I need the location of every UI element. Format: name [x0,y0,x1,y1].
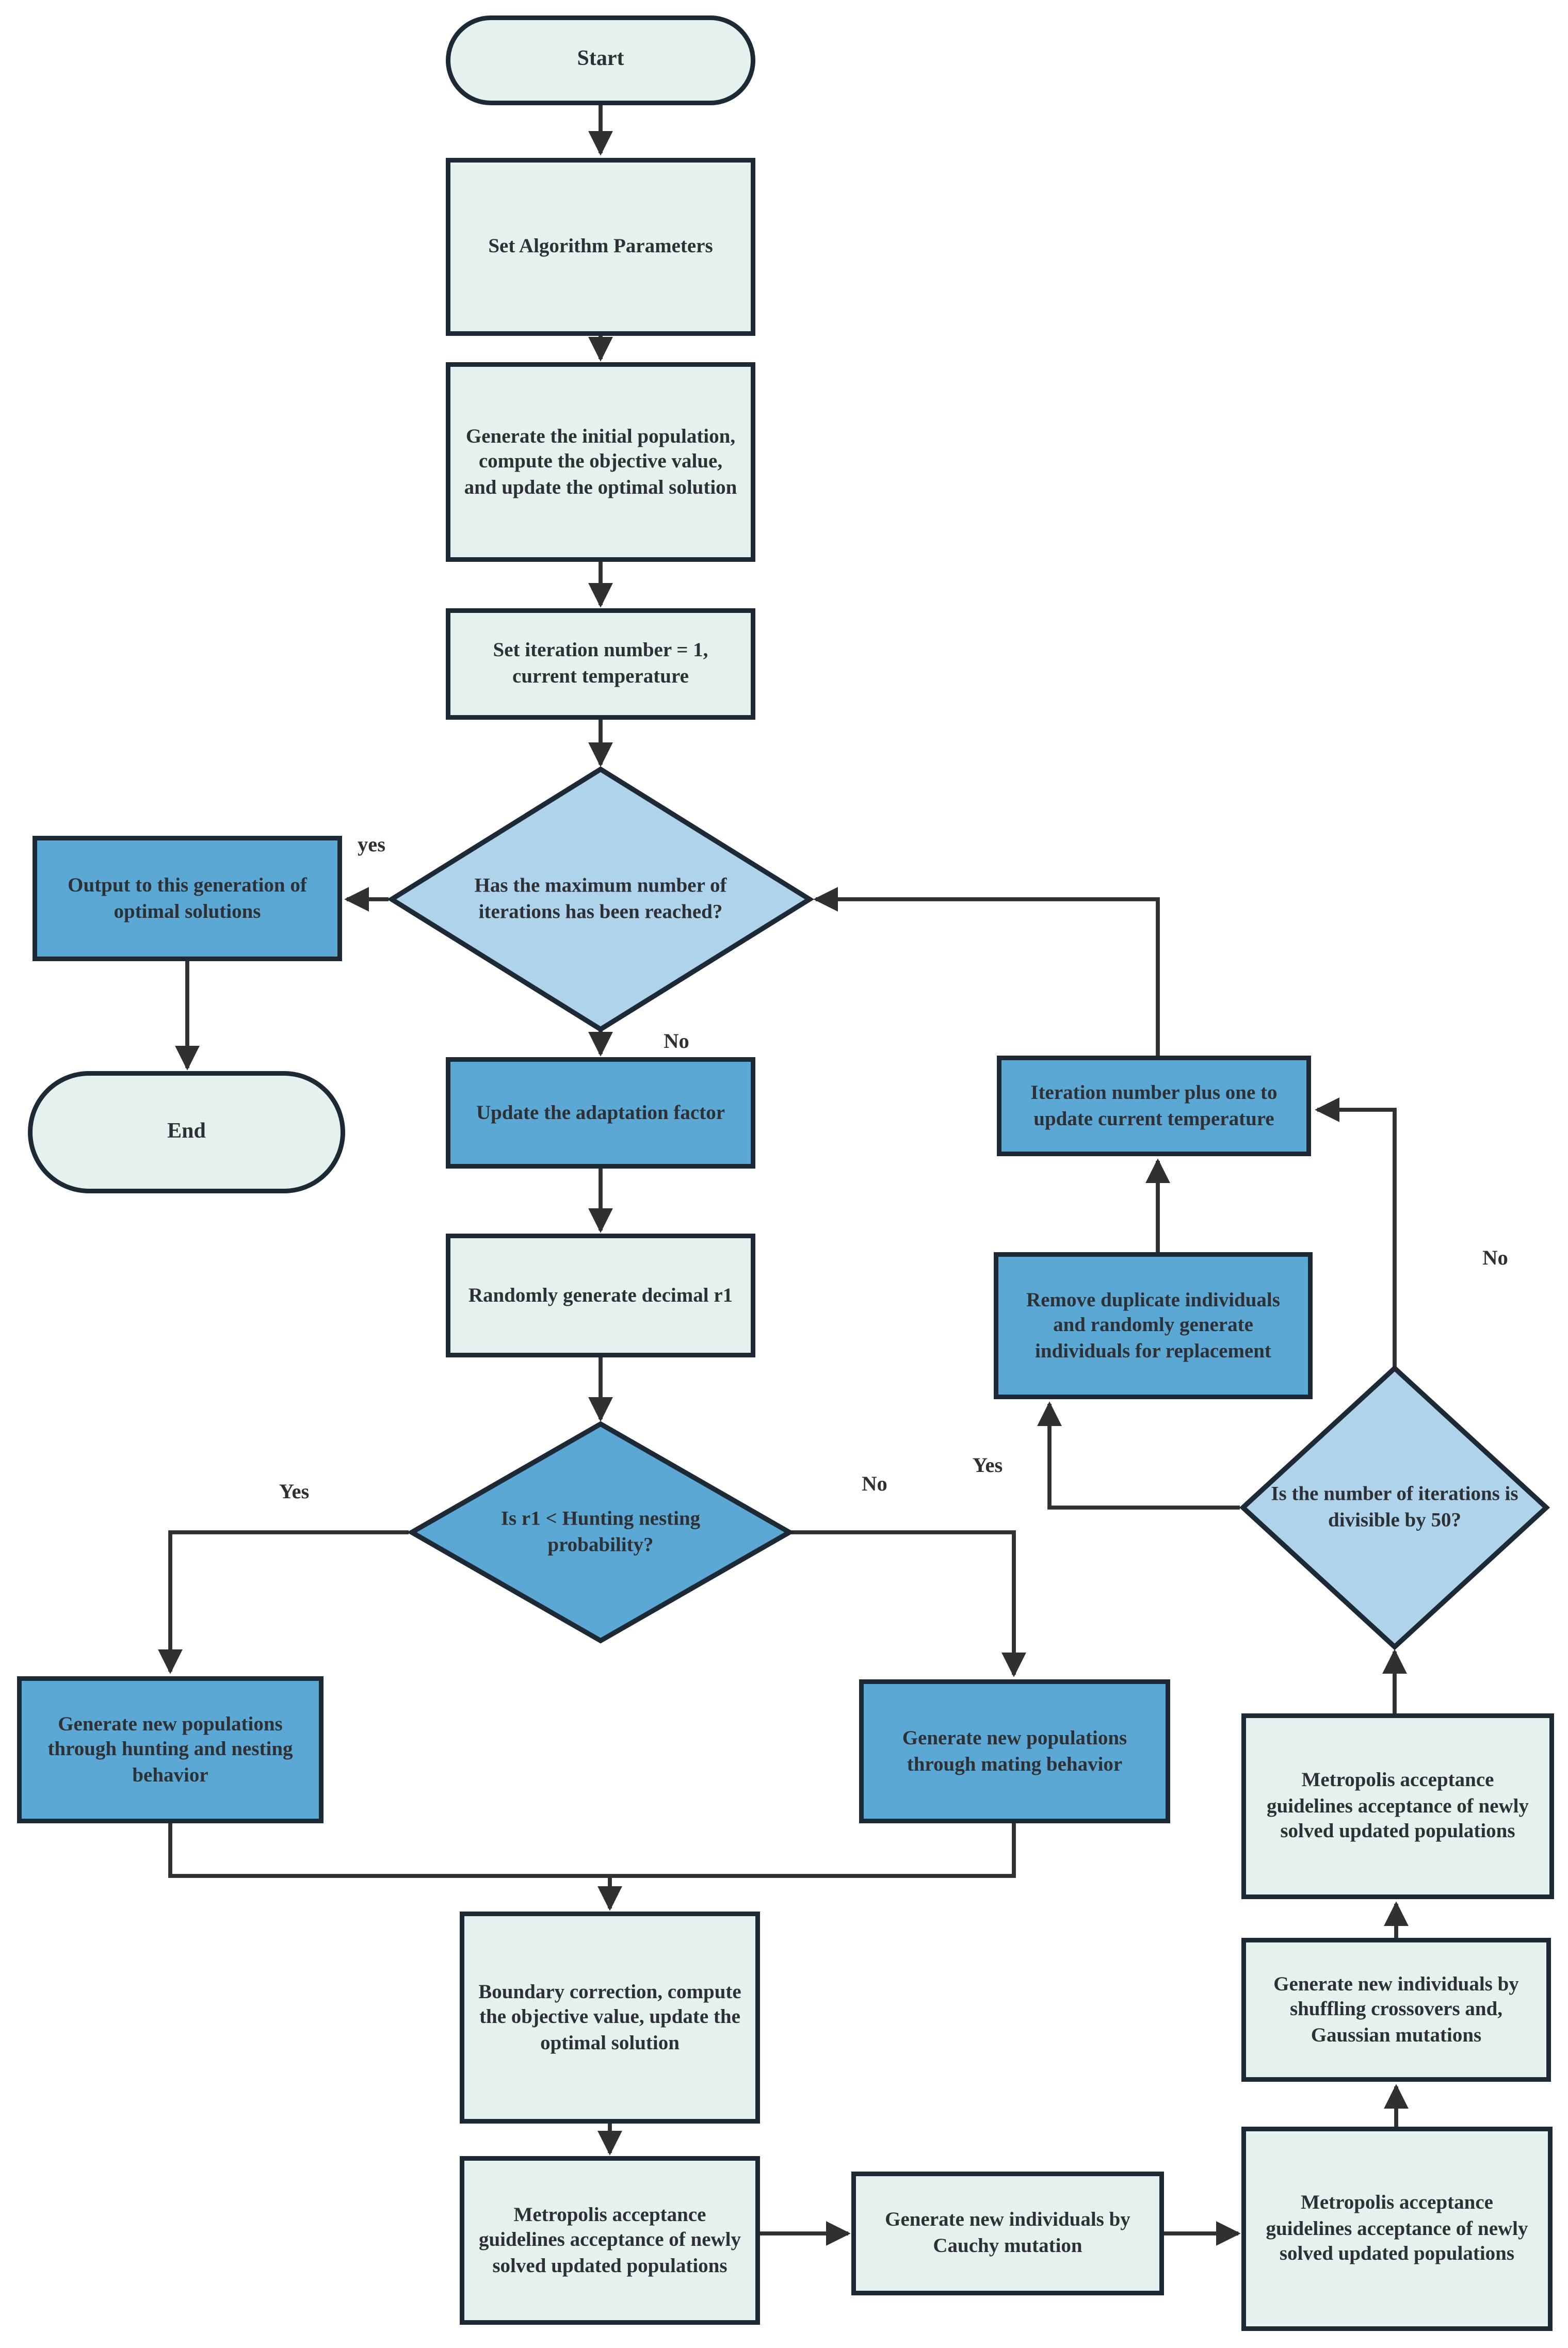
max-iterations-decision-shape [386,766,815,1032]
mating-behavior-box: Generate new populations through mating … [859,1679,1170,1823]
mating-behavior-label: Generate new populations through mating … [902,1725,1127,1775]
edge-label-no-mating: No [862,1472,887,1495]
start-label: Start [577,48,624,72]
hunting-nesting-behavior-label: Generate new populations through hunting… [47,1711,293,1786]
start-terminator: Start [446,15,755,105]
end-terminator: End [28,1071,345,1193]
edge-iteration-plus-one-to-max-iter-decision [813,887,1160,1059]
shuffling-crossover-label: Generate new individuals by shuffling cr… [1273,1971,1519,2046]
cauchy-mutation-box: Generate new individuals by Cauchy mutat… [851,2172,1164,2295]
edge-hunting-decision-no-to-mating-behavior [786,1530,1026,1677]
generate-initial-population-box: Generate the initial population, compute… [446,362,755,562]
shuffling-crossover-box: Generate new individuals by shuffling cr… [1241,1938,1551,2082]
set-iteration-number-box: Set iteration number = 1, current temper… [446,608,755,720]
edge-label-no-main: No [664,1029,689,1052]
boundary-correction-label: Boundary correction, compute the objecti… [478,1979,741,2054]
hunting-probability-decision-text: Is r1 < Hunting nesting probability? [500,1506,701,1556]
iteration-plus-one-box: Iteration number plus one to update curr… [997,1056,1311,1156]
edge-divisible-no-to-iteration-plus-one [1315,1097,1397,1371]
metropolis-acceptance-right-box: Metropolis acceptance guidelines accepta… [1241,2127,1553,2331]
set-iteration-number-label: Set iteration number = 1, current temper… [493,638,708,687]
max-iterations-decision-text: Has the maximum number of iterations has… [474,873,727,922]
set-algorithm-parameters-label: Set Algorithm Parameters [488,234,713,257]
update-adaptation-factor-box: Update the adaptation factor [446,1057,755,1169]
randomly-generate-r1-box: Randomly generate decimal r1 [446,1234,755,1357]
end-label: End [167,1120,206,1143]
update-adaptation-factor-label: Update the adaptation factor [476,1100,725,1124]
edge-divisible-yes-to-remove-duplicates [1037,1401,1240,1510]
divisible-by-50-decision-text: Is the number of iterations is divisible… [1271,1481,1518,1531]
set-algorithm-parameters-box: Set Algorithm Parameters [446,158,755,336]
divisible-by-50-decision-shape [1239,1365,1550,1650]
randomly-generate-r1-label: Randomly generate decimal r1 [468,1283,733,1306]
edge-label-yes-output: yes [358,833,385,856]
remove-duplicates-box: Remove duplicate individuals and randoml… [994,1252,1313,1399]
generate-initial-population-label: Generate the initial population, compute… [464,423,737,498]
metropolis-acceptance-left-box: Metropolis acceptance guidelines accepta… [460,2156,760,2325]
edge-hunting-decision-yes-to-hunting-behavior [158,1530,409,1674]
metropolis-acceptance-right-label: Metropolis acceptance guidelines accepta… [1266,2190,1528,2265]
cauchy-mutation-label: Generate new individuals by Cauchy mutat… [885,2208,1130,2257]
edge-label-no-divisible: No [1482,1246,1508,1269]
hunting-nesting-behavior-box: Generate new populations through hunting… [17,1676,324,1823]
output-optimal-solutions-label: Output to this generation of optimal sol… [68,872,307,922]
boundary-correction-box: Boundary correction, compute the objecti… [460,1912,760,2124]
metropolis-acceptance-top-box: Metropolis acceptance guidelines accepta… [1241,1713,1554,1899]
output-optimal-solutions-box: Output to this generation of optimal sol… [33,836,342,961]
metropolis-acceptance-top-label: Metropolis acceptance guidelines accepta… [1266,1768,1529,1842]
remove-duplicates-label: Remove duplicate individuals and randoml… [1026,1287,1280,1362]
iteration-plus-one-label: Iteration number plus one to update curr… [1030,1080,1278,1129]
hunting-probability-decision-shape [407,1421,795,1644]
edge-label-yes-hunting: Yes [279,1480,310,1503]
edge-label-yes-divisible: Yes [972,1453,1003,1477]
metropolis-acceptance-left-label: Metropolis acceptance guidelines accepta… [478,2201,741,2277]
